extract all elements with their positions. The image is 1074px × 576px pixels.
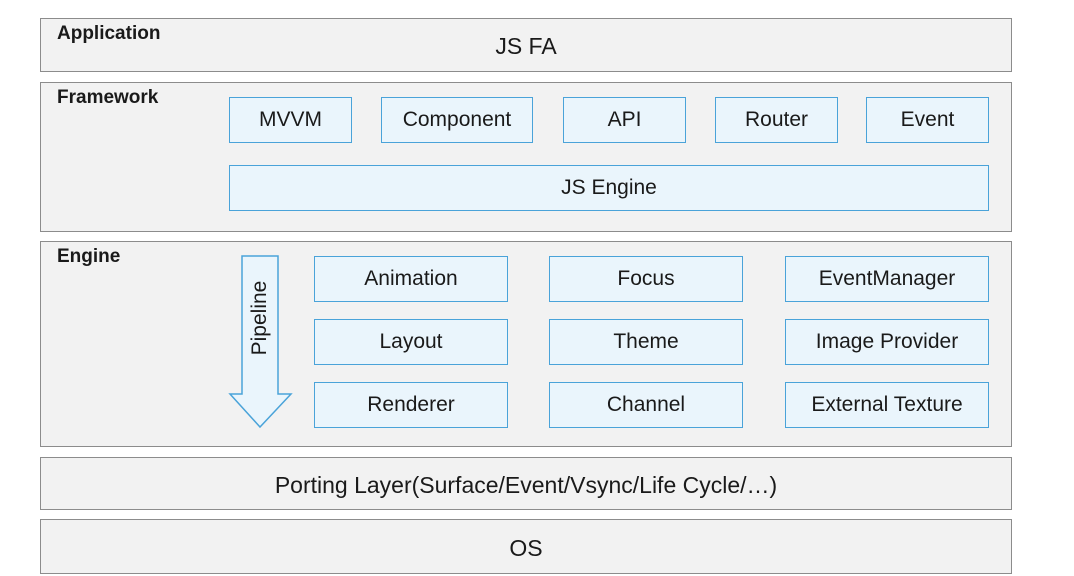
engine-module-image-provider: Image Provider [785,319,989,365]
engine-module-layout: Layout [314,319,508,365]
engine-module-animation: Animation [314,256,508,302]
framework-module-component: Component [381,97,533,143]
engine-module-channel: Channel [549,382,743,428]
porting-layer-title: Porting Layer(Surface/Event/Vsync/Life C… [274,472,778,498]
pipeline-arrow-icon [228,255,293,429]
application-label: Application [57,23,161,44]
os-layer: OS [40,519,1012,574]
framework-label: Framework [57,87,159,108]
js-fa-title: JS FA [495,33,557,59]
application-layer: Application JS FA [40,18,1012,72]
engine-module-renderer: Renderer [314,382,508,428]
framework-module-api: API [563,97,686,143]
engine-label: Engine [57,246,121,267]
framework-module-router: Router [715,97,838,143]
engine-module-theme: Theme [549,319,743,365]
framework-module-mvvm: MVVM [229,97,352,143]
js-engine-module: JS Engine [229,165,989,211]
os-title: OS [509,535,543,561]
engine-module-eventmanager: EventManager [785,256,989,302]
framework-module-event: Event [866,97,989,143]
engine-module-focus: Focus [549,256,743,302]
engine-module-external-texture: External Texture [785,382,989,428]
pipeline-label: Pipeline [248,280,271,356]
porting-layer: Porting Layer(Surface/Event/Vsync/Life C… [40,457,1012,510]
